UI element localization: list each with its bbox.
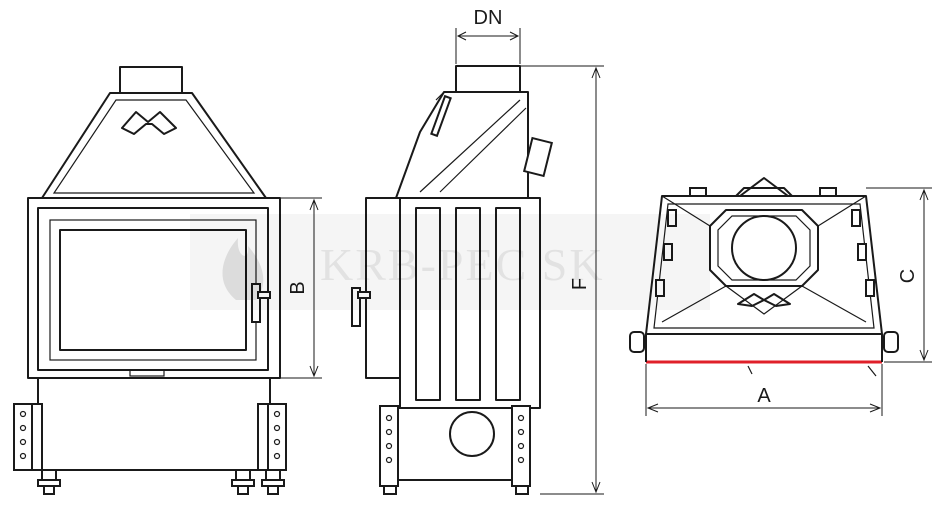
dimension-label-dn: DN	[474, 7, 503, 29]
dimension-b: B	[280, 197, 322, 379]
top-view-knobs	[629, 331, 899, 353]
dimension-f: F	[520, 65, 604, 495]
front-view: B	[13, 66, 322, 495]
brand-logo-icon	[121, 111, 177, 135]
dimension-label-c: C	[897, 269, 919, 283]
dimension-label-a: A	[757, 385, 771, 407]
top-view-tabs	[655, 187, 875, 297]
top-view: A C	[629, 177, 932, 416]
flame-logo-icon	[222, 238, 264, 300]
dimension-label-b: B	[287, 281, 309, 294]
side-view: DN F	[351, 7, 604, 495]
side-handle-icon	[351, 287, 371, 327]
watermark: KRB-PEC SK	[190, 214, 710, 310]
door-handle-icon	[251, 283, 271, 323]
dimension-a: A	[645, 364, 883, 416]
dimension-dn: DN	[455, 7, 521, 64]
front-feet	[37, 469, 285, 495]
dimension-label-f: F	[569, 278, 591, 290]
dimension-c: C	[866, 187, 932, 363]
watermark-text: KRB-PEC SK	[320, 239, 605, 290]
